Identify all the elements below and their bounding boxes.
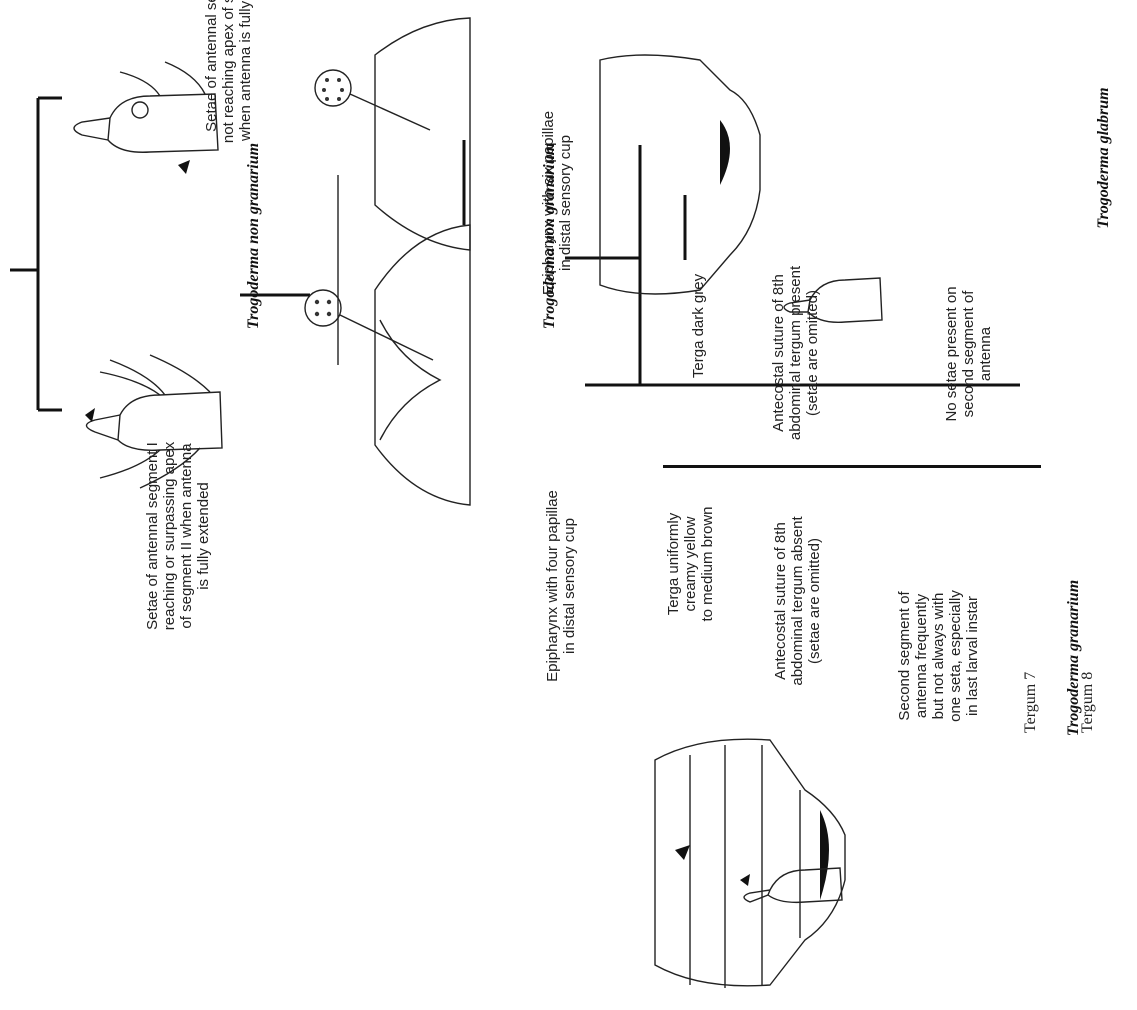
couplet1-result-b: Trogoderma non granarium: [245, 142, 262, 330]
tergum-8-label: Tergum 8: [1079, 671, 1096, 733]
couplet3-result-glabrum: Trogoderma glabrum: [1095, 87, 1112, 229]
antenna-illustration-a: [85, 354, 223, 489]
epipharynx-illustration-a: [304, 224, 471, 506]
antenna-illustration-b: [73, 61, 219, 174]
epipharynx-illustration-b: [314, 17, 471, 251]
antenna-granarium-illustration: [740, 867, 843, 904]
couplet2-result-b: Trogoderma non granarium: [541, 142, 558, 330]
couplet3-b-antenna-text: No setae present on second segment of an…: [943, 286, 994, 422]
tergum-glabrum-illustration: [599, 54, 761, 295]
couplet3-a-antenna-text: Second segment of antenna frequently but…: [896, 590, 981, 722]
couplet3-a-terga-text: Terga uniformly creamy yellow to medium …: [665, 506, 716, 622]
tergum-granarium-illustration: [654, 738, 846, 988]
couplet3-a-suture-text: Antecostal suture of 8th abdominal tergu…: [772, 516, 823, 686]
tergum-7-label: Tergum 7: [1022, 671, 1039, 733]
couplet2-option-a-text: Epipharynx with four papillae in distal …: [544, 490, 578, 682]
couplet1-option-a-text: Setae of antennal segment I reaching or …: [144, 441, 212, 631]
couplet3-divider: [663, 465, 1041, 468]
couplet3-b-suture-text: Antecostal suture of 8th abdominal tergu…: [770, 265, 821, 441]
couplet3-b-terga-text: Terga dark grey: [690, 273, 707, 379]
antenna-glabrum-illustration: [783, 277, 883, 323]
